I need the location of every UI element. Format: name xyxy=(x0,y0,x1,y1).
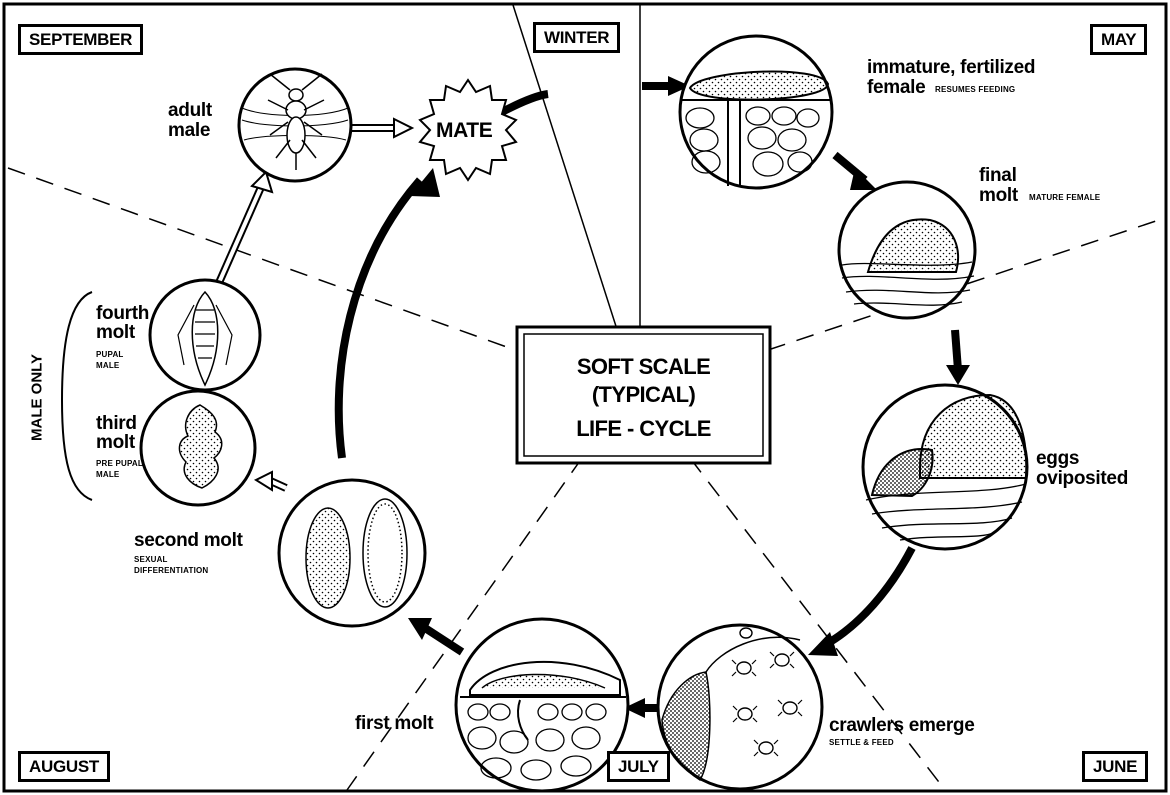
crawlers-note: SETTLE & FEED xyxy=(829,739,894,747)
second-molt-label: second molt xyxy=(134,531,243,550)
month-label-july: JULY xyxy=(607,751,670,782)
third-molt-note-line1: PRE PUPAL xyxy=(96,460,143,468)
second-molt-illustration xyxy=(279,480,425,626)
second-molt-note-line1: SEXUAL xyxy=(134,556,168,564)
first-molt-label: first molt xyxy=(355,714,433,733)
cycle-arc-to-crawlers xyxy=(825,548,912,645)
final-molt-label-line1: final xyxy=(979,166,1017,185)
open-arrowhead-to-mate xyxy=(394,119,412,137)
immature-female-label-line2: female xyxy=(867,78,925,97)
mate-label: MATE xyxy=(436,120,492,141)
cycle-arc-to-second-molt xyxy=(425,628,462,652)
cycle-arc-left xyxy=(339,180,420,458)
third-molt-illustration xyxy=(141,391,255,505)
first-molt-illustration xyxy=(456,619,628,791)
fourth-molt-illustration xyxy=(150,280,260,390)
third-molt-note-line2: MALE xyxy=(96,471,119,479)
center-title-line1: SOFT SCALE xyxy=(524,354,763,380)
open-arrowhead-to-third-molt xyxy=(256,472,272,490)
third-molt-label-line1: third xyxy=(96,414,137,433)
adult-male-label-line1: adult xyxy=(168,101,212,120)
open-arrow-to-adult-fill xyxy=(218,185,262,285)
final-molt-label-line2: molt xyxy=(979,186,1018,205)
immature-female-illustration xyxy=(680,36,832,188)
cycle-arc-to-eggs xyxy=(955,330,958,370)
month-label-winter: WINTER xyxy=(533,22,620,53)
eggs-label-line2: oviposited xyxy=(1036,469,1128,488)
month-label-august: AUGUST xyxy=(18,751,110,782)
center-title-line3: LIFE - CYCLE xyxy=(524,416,763,442)
month-label-september: SEPTEMBER xyxy=(18,24,143,55)
eggs-label-line1: eggs xyxy=(1036,449,1079,468)
fourth-molt-label-line2: molt xyxy=(96,323,135,342)
third-molt-label-line2: molt xyxy=(96,433,135,452)
adult-male-illustration xyxy=(239,69,351,181)
male-only-bracket xyxy=(62,292,92,500)
eggs-oviposited-illustration xyxy=(863,385,1027,549)
fourth-molt-label-line1: fourth xyxy=(96,304,149,323)
final-molt-illustration xyxy=(839,182,975,318)
month-label-june: JUNE xyxy=(1082,751,1148,782)
fourth-molt-note-line1: PUPAL xyxy=(96,351,124,359)
second-molt-note-line2: DIFFERENTIATION xyxy=(134,567,208,575)
center-title-block: SOFT SCALE (TYPICAL) LIFE - CYCLE xyxy=(524,334,763,456)
male-only-label: MALE ONLY xyxy=(30,353,45,443)
adult-male-label-line2: male xyxy=(168,121,210,140)
month-label-may: MAY xyxy=(1090,24,1147,55)
center-title-line2: (TYPICAL) xyxy=(524,382,763,408)
fourth-molt-note-line2: MALE xyxy=(96,362,119,370)
crawlers-label-line1: crawlers emerge xyxy=(829,716,975,735)
crawlers-emerge-illustration xyxy=(658,625,822,789)
winter-wedge-left-line xyxy=(513,5,622,345)
immature-female-label-line1: immature, fertilized xyxy=(867,58,1035,77)
arrowhead-to-eggs xyxy=(946,365,970,385)
cycle-arc-mate-winter xyxy=(502,94,548,112)
final-molt-note: MATURE FEMALE xyxy=(1029,194,1100,202)
immature-female-note: RESUMES FEEDING xyxy=(935,86,1015,94)
